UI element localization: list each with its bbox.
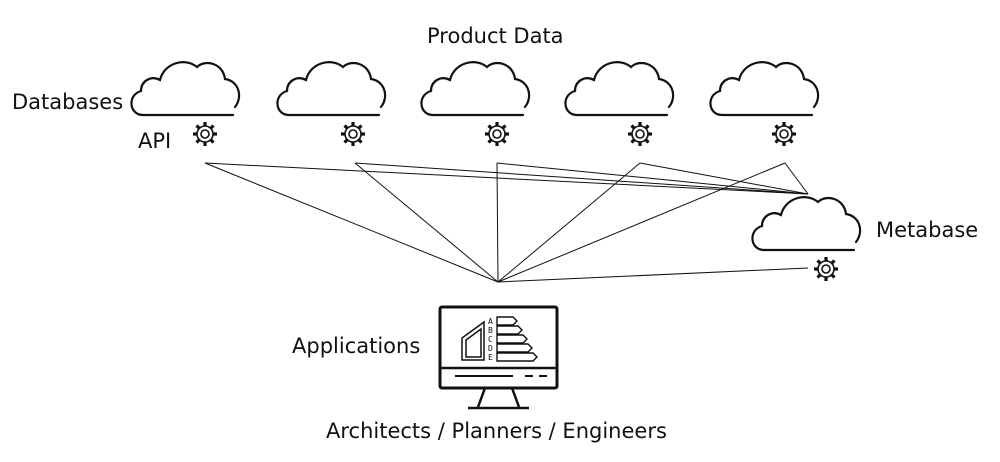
energy-class-letter: D	[488, 344, 493, 353]
energy-class-letter: A	[488, 317, 493, 326]
connection-line	[496, 162, 499, 283]
users-label: Architects / Planners / Engineers	[326, 419, 667, 443]
database-cloud-3	[420, 61, 531, 148]
metabase-label: Metabase	[876, 218, 979, 242]
gear-icon	[812, 255, 840, 283]
connection-line	[497, 162, 786, 283]
database-cloud-4	[564, 61, 675, 148]
connection-lines	[204, 162, 809, 283]
cloud-icon	[751, 196, 862, 252]
cloud-icon	[130, 61, 241, 117]
connection-line	[354, 162, 809, 195]
database-cloud-2	[276, 61, 387, 148]
energy-class-letter: E	[488, 353, 493, 362]
connection-line	[784, 162, 809, 195]
connection-line	[496, 162, 809, 195]
connection-line	[204, 162, 499, 283]
connection-line	[354, 162, 499, 283]
api-label: API	[138, 129, 172, 153]
applications-label: Applications	[292, 334, 421, 358]
databases-label: Databases	[12, 90, 124, 114]
database-cloud-5	[709, 61, 820, 148]
monitor-icon	[438, 305, 559, 410]
connection-line	[204, 162, 809, 195]
gear-icon	[626, 120, 654, 148]
gear-icon	[191, 120, 219, 148]
gear-icon	[483, 120, 511, 148]
energy-class-letter: B	[488, 326, 493, 335]
diagram-title: Product Data	[427, 24, 564, 48]
connection-line	[497, 162, 641, 283]
connection-line	[639, 162, 809, 195]
cloud-icon	[276, 61, 387, 117]
gear-icon	[339, 120, 367, 148]
energy-class-letters: A B C D E	[488, 317, 493, 362]
house-icon	[461, 320, 485, 361]
energy-class-letter: C	[488, 335, 493, 344]
energy-rating-bars-icon	[496, 316, 538, 362]
connection-line	[497, 267, 809, 283]
gear-icon	[770, 120, 798, 148]
cloud-icon	[709, 61, 820, 117]
cloud-icon	[420, 61, 531, 117]
cloud-icon	[564, 61, 675, 117]
